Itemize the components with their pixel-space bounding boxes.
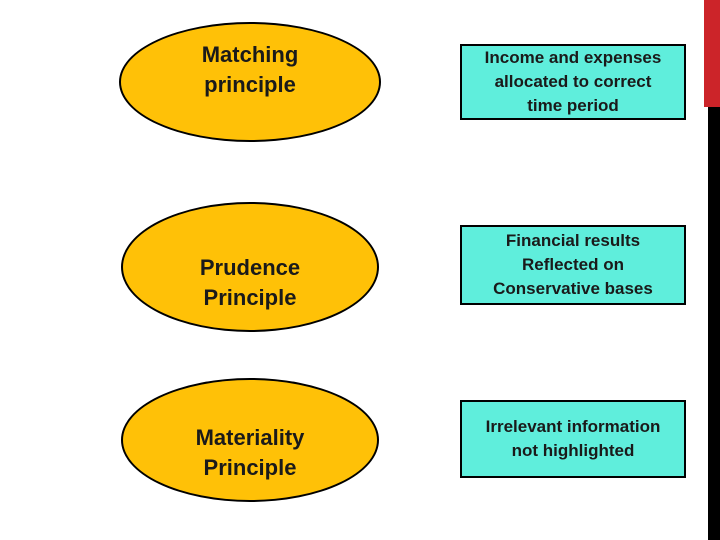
ellipse-materiality-principle: Materiality Principle <box>121 378 379 502</box>
box-materiality-description-text: Irrelevant information not highlighted <box>485 417 661 460</box>
box-prudence-description-text: Financial results Reflected on Conservat… <box>493 231 653 298</box>
box-matching-description-text: Income and expenses allocated to correct… <box>484 48 662 115</box>
ellipse-prudence-principle-label: Prudence Principle <box>199 255 301 310</box>
ellipse-matching-principle: Matching principle <box>119 22 381 142</box>
box-prudence-description: Financial results Reflected on Conservat… <box>460 225 686 305</box>
box-matching-description: Income and expenses allocated to correct… <box>460 44 686 120</box>
ellipse-prudence-principle: Prudence Principle <box>121 202 379 332</box>
black-accent-bar <box>708 107 720 540</box>
ellipse-materiality-principle-label: Materiality Principle <box>195 425 305 480</box>
ellipse-matching-principle-label: Matching principle <box>201 42 299 97</box>
box-materiality-description: Irrelevant information not highlighted <box>460 400 686 478</box>
red-accent-bar <box>704 0 720 107</box>
